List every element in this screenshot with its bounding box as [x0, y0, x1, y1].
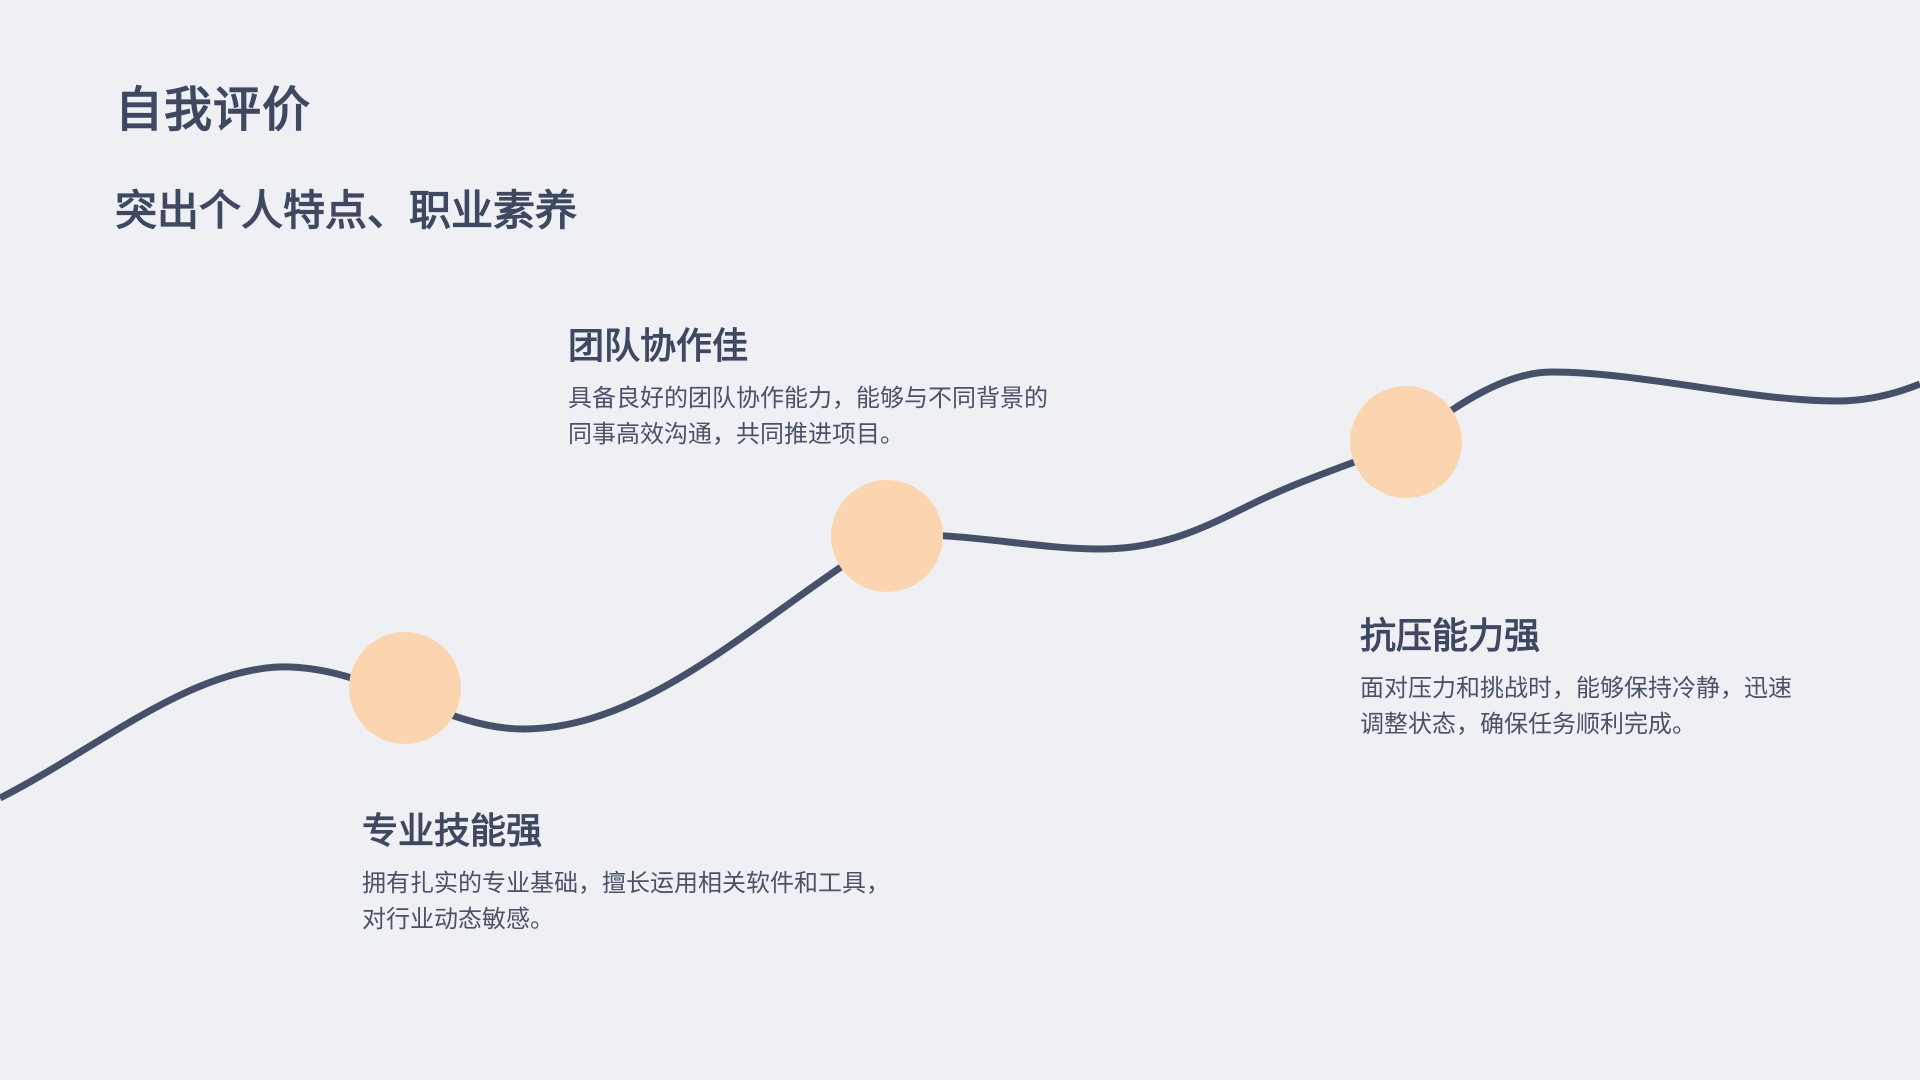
milestone-block-professional-skills: 专业技能强 拥有扎实的专业基础，擅长运用相关软件和工具， 对行业动态敏感。 — [362, 808, 890, 938]
milestone-desc-line: 面对压力和挑战时，能够保持冷静，迅速 — [1360, 675, 1792, 702]
page-title: 自我评价 — [115, 84, 312, 137]
milestone-heading: 抗压能力强 — [1360, 615, 1541, 656]
page-subtitle: 突出个人特点、职业素养 — [115, 187, 578, 234]
milestone-description: 拥有扎实的专业基础，擅长运用相关软件和工具， 对行业动态敏感。 — [362, 866, 890, 938]
milestone-desc-line: 调整状态，确保任务顺利完成。 — [1360, 711, 1696, 738]
milestone-heading: 专业技能强 — [362, 810, 543, 851]
milestone-block-stress-resistance: 抗压能力强 面对压力和挑战时，能够保持冷静，迅速 调整状态，确保任务顺利完成。 — [1360, 613, 1792, 743]
milestone-dot-2 — [831, 480, 943, 592]
milestone-description: 面对压力和挑战时，能够保持冷静，迅速 调整状态，确保任务顺利完成。 — [1360, 671, 1792, 743]
milestone-dot-1 — [349, 632, 461, 744]
milestone-desc-line: 对行业动态敏感。 — [362, 906, 554, 933]
milestone-heading: 团队协作佳 — [568, 325, 749, 366]
milestone-block-teamwork: 团队协作佳 具备良好的团队协作能力，能够与不同背景的 同事高效沟通，共同推进项目… — [568, 323, 1048, 453]
milestone-desc-line: 拥有扎实的专业基础，擅长运用相关软件和工具， — [362, 870, 890, 897]
milestone-desc-line: 具备良好的团队协作能力，能够与不同背景的 — [568, 385, 1048, 412]
milestone-dot-3 — [1350, 386, 1462, 498]
milestone-description: 具备良好的团队协作能力，能够与不同背景的 同事高效沟通，共同推进项目。 — [568, 381, 1048, 453]
milestone-desc-line: 同事高效沟通，共同推进项目。 — [568, 421, 904, 448]
